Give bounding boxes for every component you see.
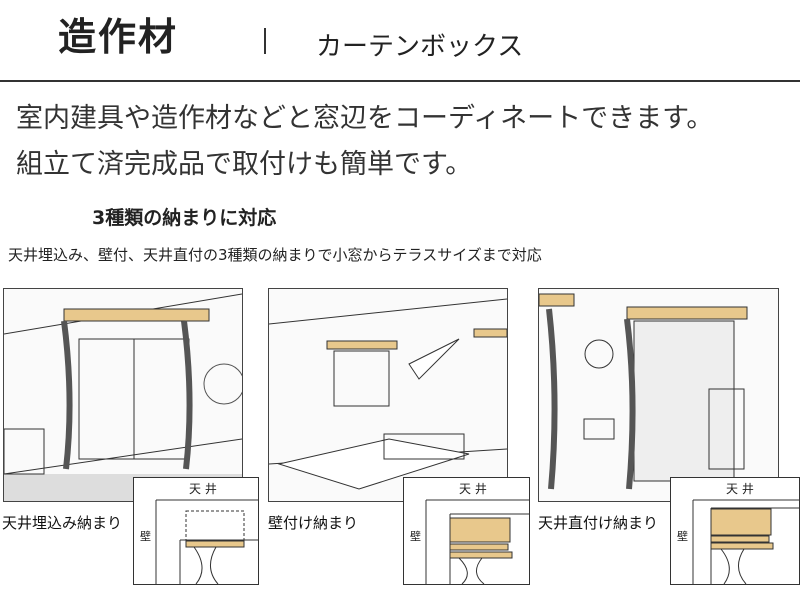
ceiling-label: 天 井 [459,482,487,496]
section-heading: 3種類の納まりに対応 [92,207,277,229]
header-divider [0,80,800,82]
type-caption: 壁付け納まり [268,514,359,532]
ceiling-direct-diagram: 天 井 壁 [670,477,800,585]
section-note: 天井埋込み、壁付、天井直付の3種類の納まりで小窓からテラスサイズまで対応 [8,246,542,264]
ceiling-recessed-diagram: 天 井 壁 [133,477,259,585]
wall-label: 壁 [140,530,151,543]
wall-mounted-diagram: 天 井 壁 [403,477,530,585]
ceiling-label: 天 井 [189,482,217,496]
description-line: 組立て済完成品で取付けも簡単です。 [16,149,473,180]
wall-label: 壁 [677,530,688,543]
title-separator [264,28,266,54]
type-caption: 天井埋込み納まり [2,514,123,532]
ceiling-label: 天 井 [726,482,754,496]
page-subtitle: カーテンボックス [316,32,524,62]
ceiling-recessed-illustration [3,288,243,502]
wall-mounted-illustration [268,288,508,502]
page-title: 造作材 [58,15,179,59]
description-line: 室内建具や造作材などと窓辺をコーディネートできます。 [16,103,714,134]
ceiling-direct-illustration [538,288,779,502]
wall-label: 壁 [410,530,421,543]
type-caption: 天井直付け納まり [538,514,659,532]
